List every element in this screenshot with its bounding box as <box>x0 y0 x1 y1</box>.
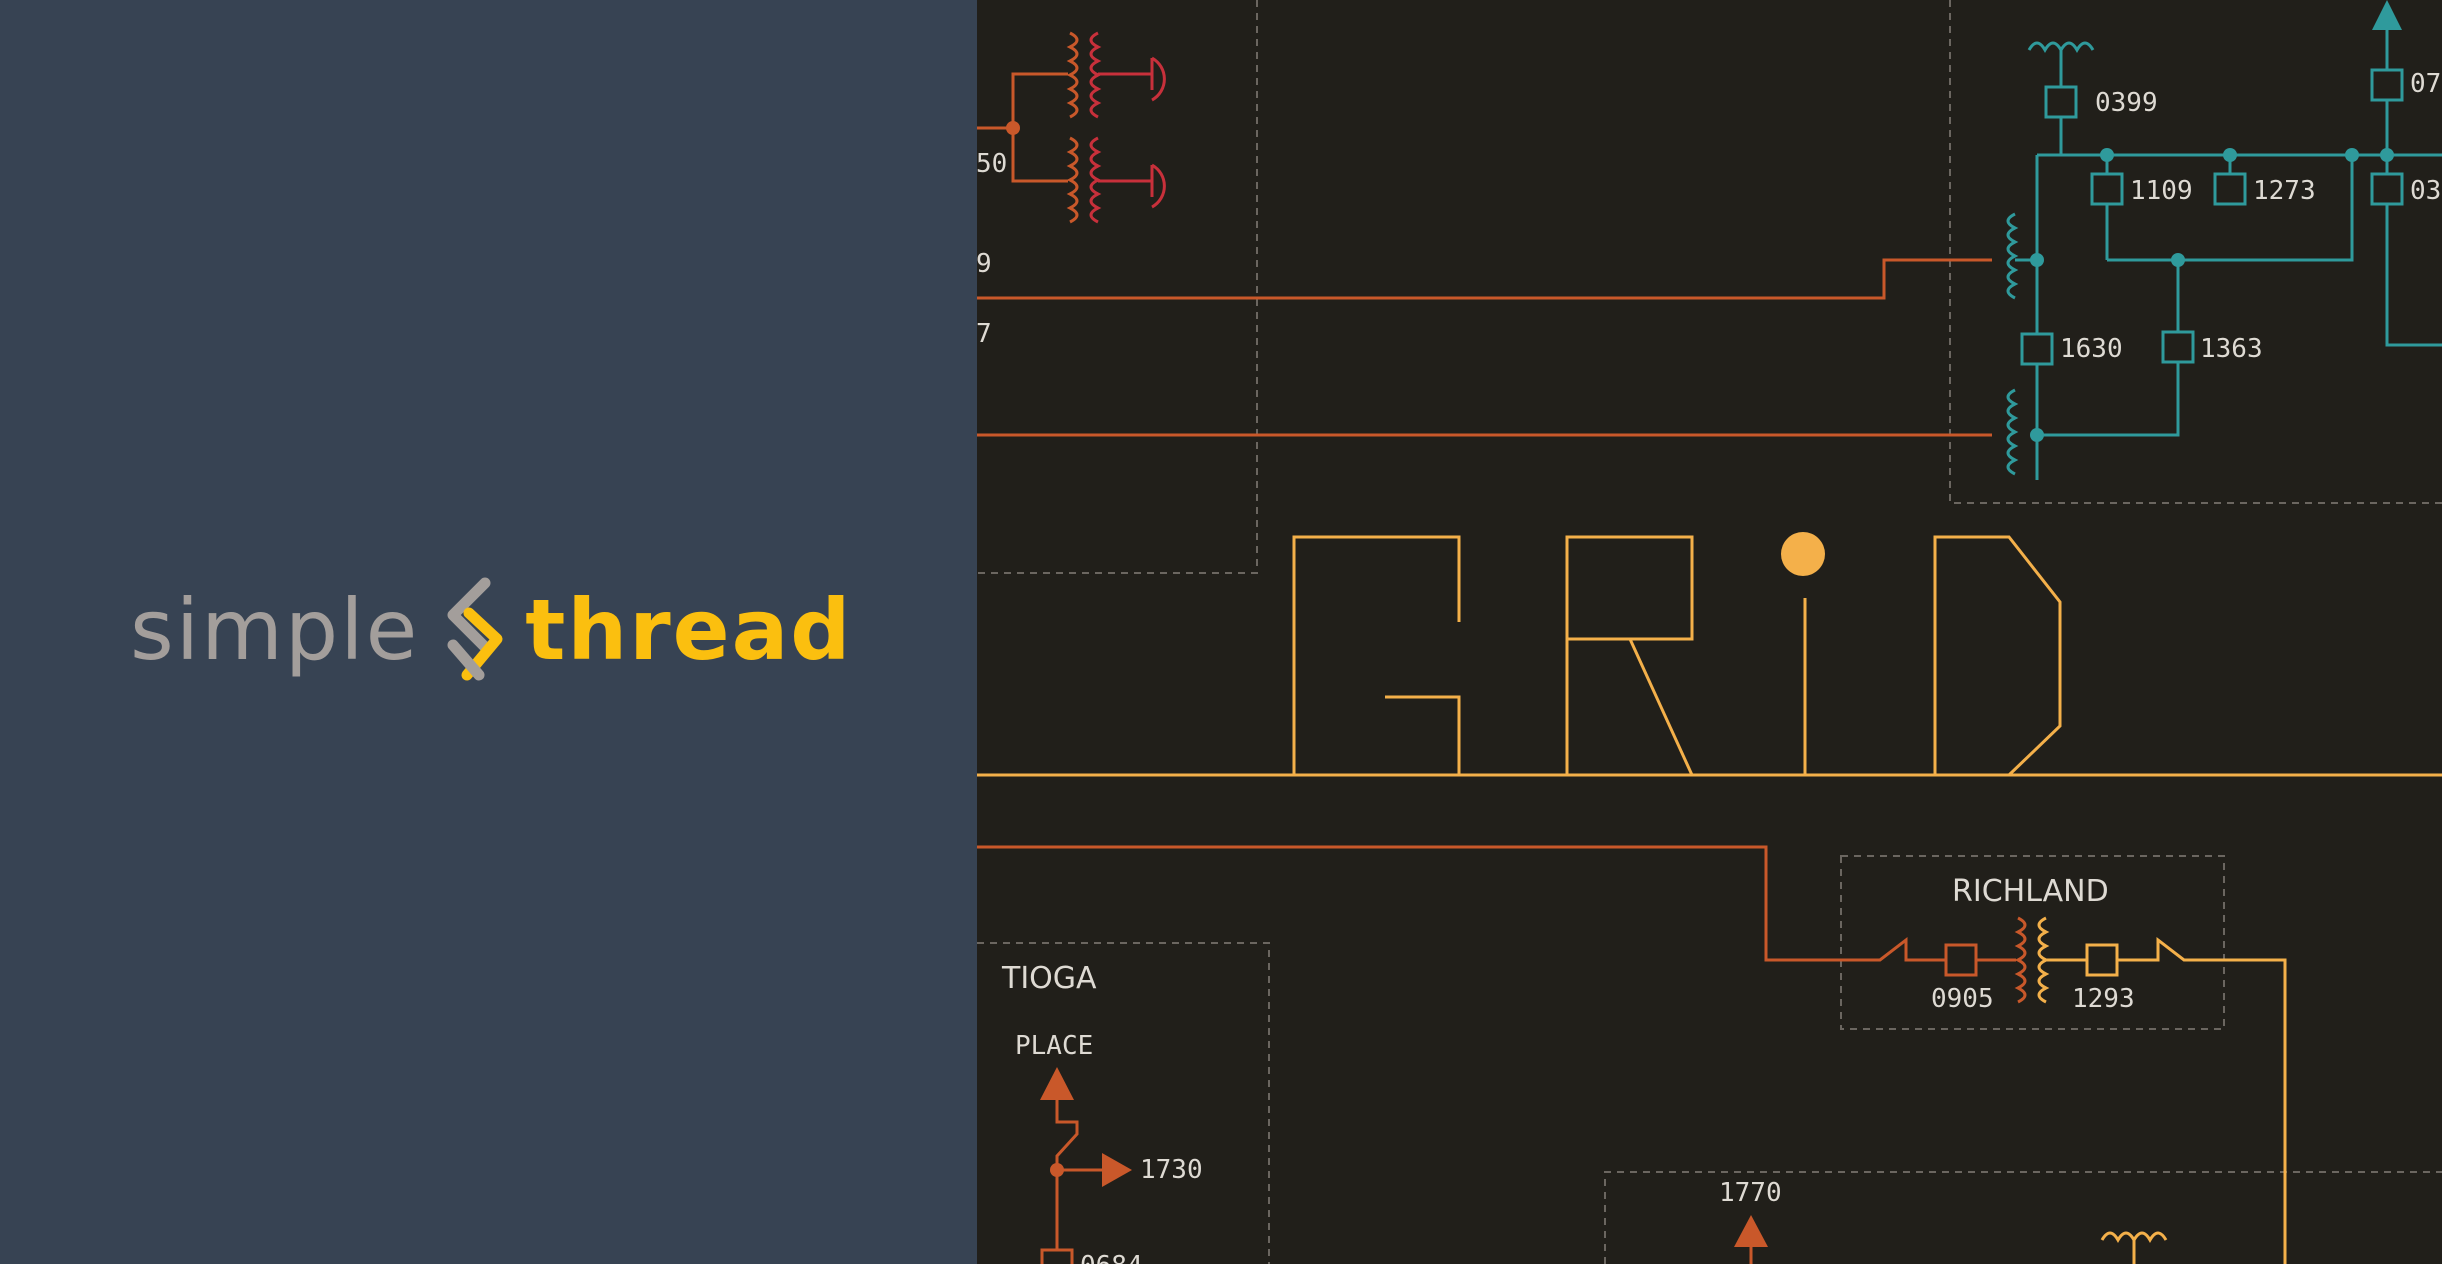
richland-equipment <box>1944 916 2287 1264</box>
tioga-arrow-right-icon <box>1102 1153 1132 1187</box>
substation-title-tioga: TIOGA <box>1001 961 1097 996</box>
richland-switch-labels: 0905 1293 <box>1931 984 2135 1014</box>
switch-label: 0684 <box>1080 1251 1143 1264</box>
switch-label: 1109 <box>2130 176 2193 206</box>
orange-feeders <box>977 258 1992 962</box>
switch-label: 1273 <box>2253 176 2316 206</box>
grid-schematic-diagram: 50 9 7 0399 11 <box>977 0 2442 1264</box>
switch-label: 0905 <box>1931 984 1994 1014</box>
bottom-arrow-up-icon <box>1734 1215 1768 1247</box>
partial-left-labels: 50 9 7 <box>977 149 1007 349</box>
grid-dot-icon <box>1781 532 1825 576</box>
logo-mark-icon <box>447 577 503 681</box>
switch-label: 1630 <box>2060 334 2123 364</box>
partial-label: 07 <box>2410 69 2441 99</box>
top-left-transformers <box>977 31 1166 224</box>
switch-label: 1363 <box>2200 334 2263 364</box>
partial-label: 50 <box>977 149 1007 179</box>
bottom-label: 1770 <box>1719 1178 1782 1208</box>
switch-label: 1730 <box>1140 1155 1203 1185</box>
switch-label: 1293 <box>2072 984 2135 1014</box>
substation-title-richland: RICHLAND <box>1952 874 2109 909</box>
substation-boundaries <box>977 0 2442 1264</box>
tioga-arrow-up-icon <box>1040 1067 1074 1100</box>
switch-label: 0399 <box>2095 88 2158 118</box>
teal-switch-labels: 0399 1109 1273 1630 1363 07 03 <box>2060 69 2441 364</box>
grid-wordmark <box>977 535 2442 777</box>
teal-junctions <box>2030 148 2394 442</box>
tioga-junction <box>1050 1163 1064 1177</box>
logo-word-thread: thread <box>525 581 853 679</box>
simple-thread-logo: simple thread <box>130 575 852 685</box>
tioga-place-label: PLACE <box>1015 1031 1093 1061</box>
partial-label: 9 <box>977 249 992 279</box>
partial-label: 7 <box>977 319 992 349</box>
brand-panel: simple thread <box>0 0 977 1264</box>
tioga-switch-labels: 1730 0684 <box>1080 1155 1203 1264</box>
teal-arrow-icon <box>2372 0 2402 30</box>
logo-word-simple: simple <box>130 581 420 679</box>
partial-label: 03 <box>2410 176 2441 206</box>
